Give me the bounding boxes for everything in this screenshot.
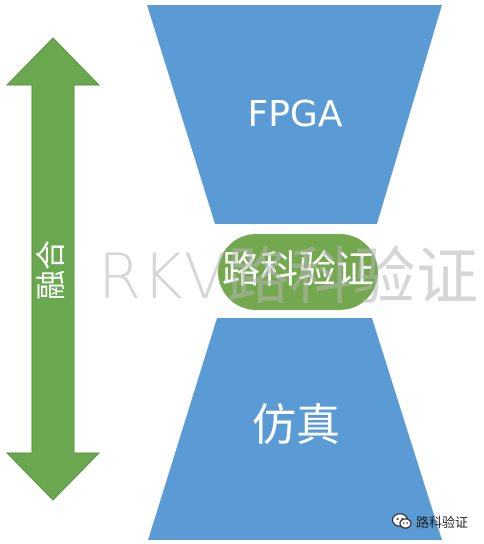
bottom-funnel-shape [148,318,442,540]
top-funnel-shape [147,5,442,224]
bottom-funnel-label: 仿真 [252,400,340,451]
double-arrow-shape [5,37,101,501]
middle-pill-shape [218,234,378,310]
top-funnel-label: FPGA [248,94,343,135]
credit-text: 路科验证 [416,515,469,531]
arrow-label: 融合 [35,240,70,300]
wechat-icon [392,513,412,529]
credit: 路科验证 [392,510,468,532]
middle-pill-label: 路科验证 [222,248,374,292]
